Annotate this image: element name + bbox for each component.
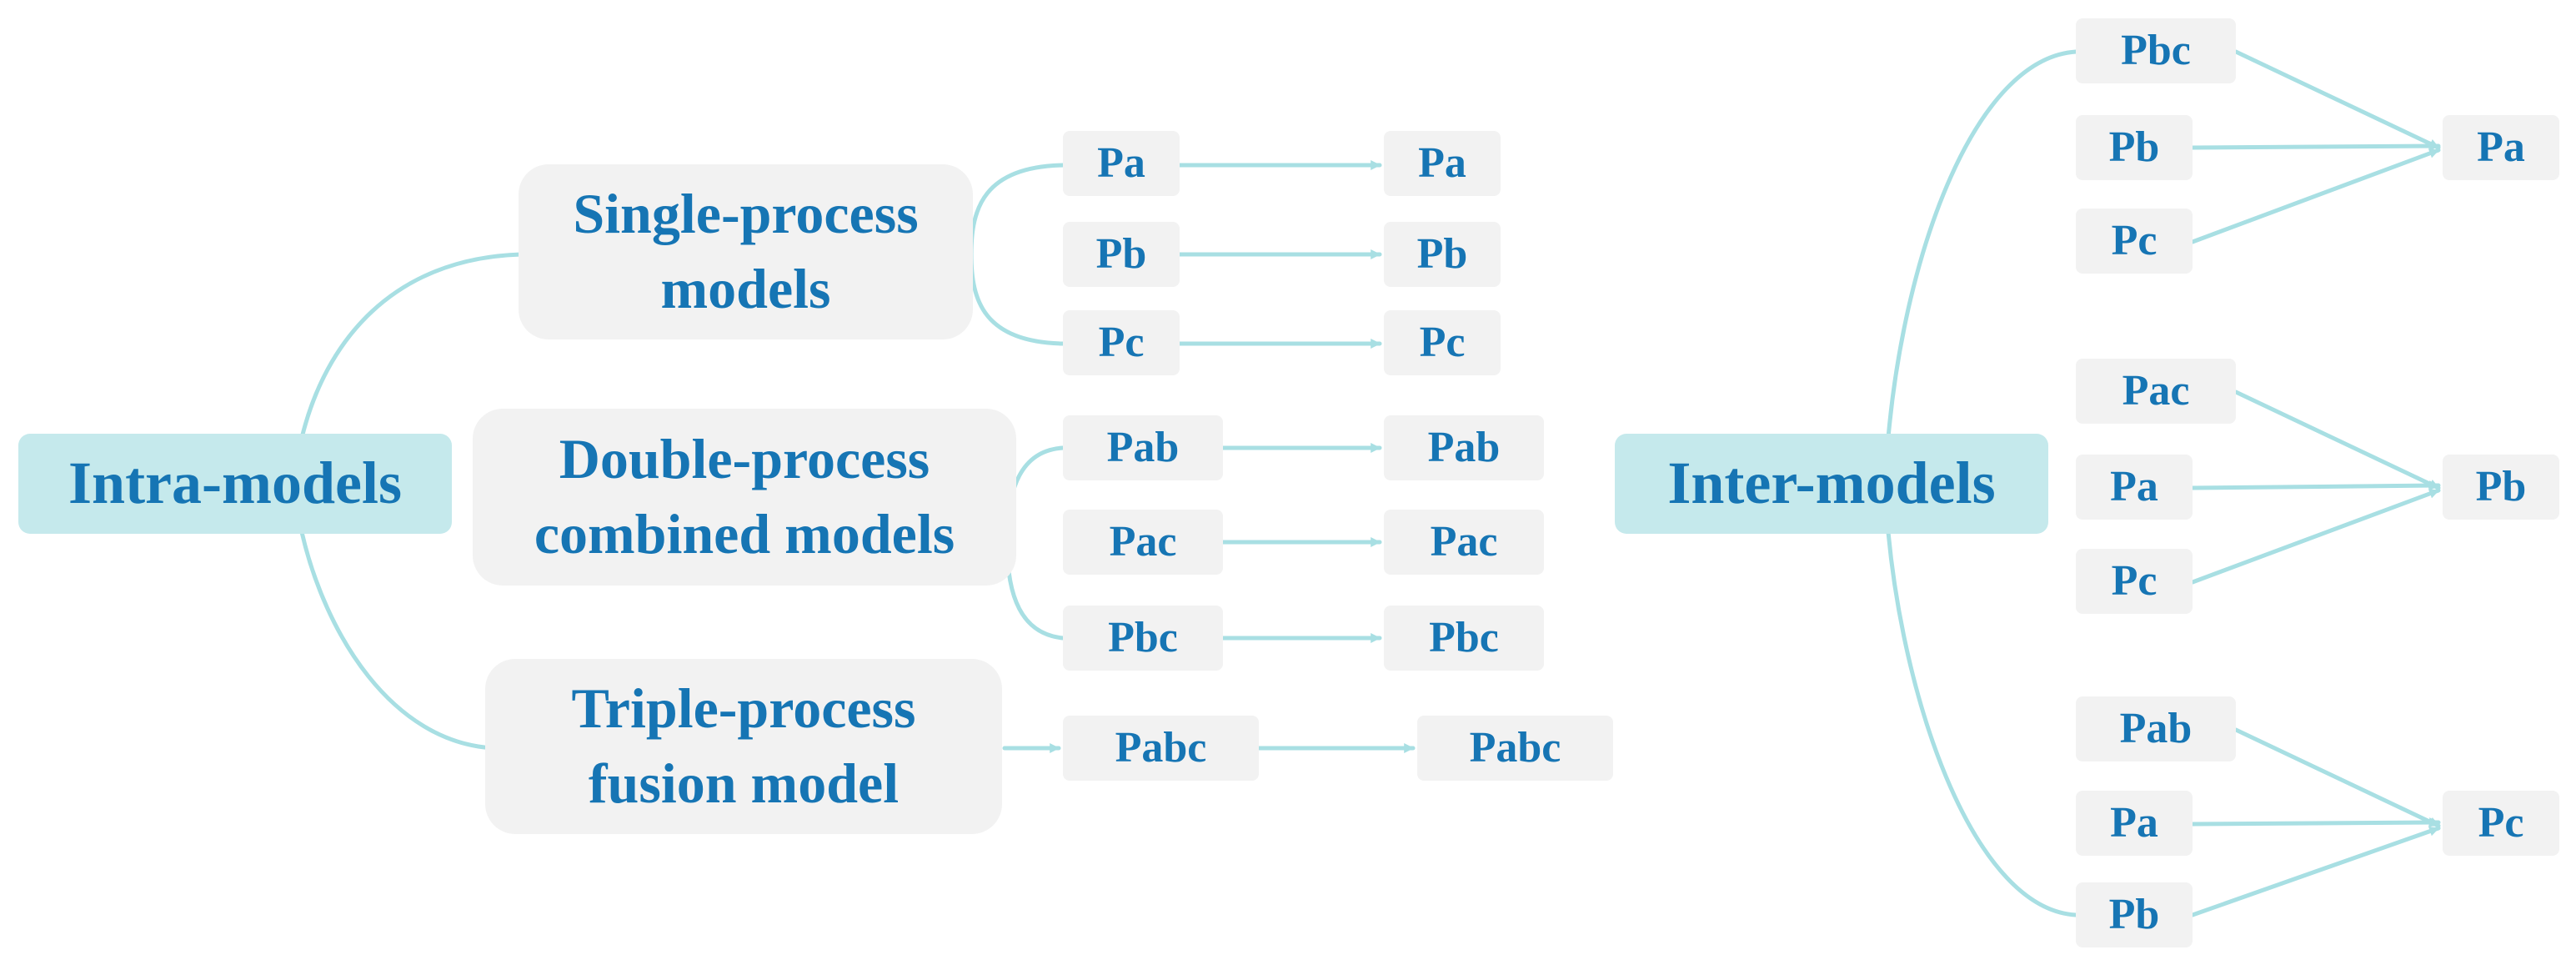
double-pac-source: Pac	[1063, 510, 1223, 575]
single-pa-target: Pa	[1384, 131, 1501, 196]
inter-group3-input-pab: Pab	[2076, 696, 2236, 761]
inter-group2-input-pa: Pa	[2076, 455, 2193, 520]
inter-group2-input-pc: Pc	[2076, 549, 2193, 614]
intra-models-node: Intra-models	[18, 434, 452, 534]
single-pc-source: Pc	[1063, 310, 1180, 375]
arrow-inter3-pab	[2233, 727, 2441, 828]
inter-group3-input-pa: Pa	[2076, 791, 2193, 856]
link-intra-to-single	[299, 252, 524, 440]
inter-group3-input-pb: Pb	[2076, 882, 2193, 947]
arrow-inter3-pb	[2190, 826, 2441, 917]
single-pa-source: Pa	[1063, 131, 1180, 196]
triple-pabc-target: Pabc	[1417, 716, 1613, 781]
inter-group1-input-pc: Pc	[2076, 209, 2193, 274]
inter-group2-target-pb: Pb	[2443, 455, 2559, 520]
double-pab-target: Pab	[1384, 415, 1544, 480]
inter-group1-target-pa: Pa	[2443, 115, 2559, 180]
double-pab-source: Pab	[1063, 415, 1223, 480]
arrow-inter2-pc	[2190, 488, 2441, 585]
double-pbc-source: Pbc	[1063, 606, 1223, 671]
double-pac-target: Pac	[1384, 510, 1544, 575]
inter-group1-input-pb: Pb	[2076, 115, 2193, 180]
double-pbc-target: Pbc	[1384, 606, 1544, 671]
arrow-inter1-pb	[2190, 141, 2441, 152]
single-process-node: Single-process models	[519, 164, 973, 339]
inter-group1-input-pbc: Pbc	[2076, 18, 2236, 83]
triple-process-node: Triple-process fusion model	[485, 659, 1002, 834]
arrow-inter2-pa	[2190, 480, 2441, 491]
arrow-inter1-pbc	[2233, 49, 2441, 150]
single-pb-target: Pb	[1384, 222, 1501, 287]
inter-models-node: Inter-models	[1615, 434, 2048, 534]
arrow-inter2-pac	[2233, 390, 2441, 490]
single-pb-source: Pb	[1063, 222, 1180, 287]
link-intra-to-triple	[299, 530, 496, 751]
arrow-inter3-pa	[2190, 817, 2441, 828]
bracket-inter-top	[1886, 49, 2078, 440]
single-pc-target: Pc	[1384, 310, 1501, 375]
bracket-inter-bottom	[1886, 530, 2078, 917]
double-process-node: Double-process combined models	[473, 409, 1016, 586]
inter-group2-input-pac: Pac	[2076, 359, 2236, 424]
triple-pabc-source: Pabc	[1063, 716, 1259, 781]
arrow-inter1-pc	[2190, 148, 2441, 244]
brace-single	[969, 163, 1065, 346]
inter-group3-target-pc: Pc	[2443, 791, 2559, 856]
